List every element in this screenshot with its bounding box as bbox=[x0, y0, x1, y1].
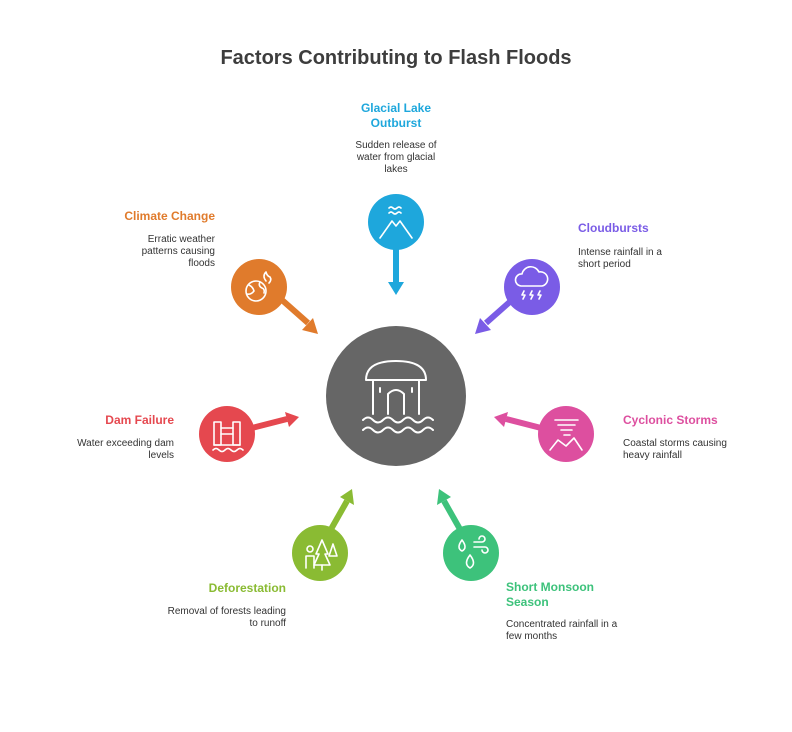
label-dam: Dam Failure bbox=[105, 413, 174, 427]
tornado-icon bbox=[549, 419, 583, 451]
arrow-deforestation bbox=[327, 489, 354, 533]
arrow-cyclonic bbox=[494, 412, 546, 432]
arrow-dam bbox=[247, 412, 299, 432]
node-monsoon bbox=[443, 525, 499, 581]
desc-glacial-lake: Sudden release of water from glacial lak… bbox=[355, 140, 437, 175]
node-deforestation bbox=[292, 525, 348, 581]
diagram-title: Factors Contributing to Flash Floods bbox=[220, 47, 572, 69]
node-dam bbox=[199, 406, 255, 462]
glacier-water-icon bbox=[379, 206, 413, 239]
house-flood-icon bbox=[362, 360, 434, 434]
node-cyclonic bbox=[538, 406, 594, 462]
desc-monsoon: Concentrated rainfall in a few months bbox=[506, 619, 618, 642]
arrow-climate bbox=[280, 297, 318, 334]
tree-cutting-icon bbox=[305, 539, 338, 571]
label-deforestation: Deforestation bbox=[208, 581, 286, 595]
desc-climate: Erratic weather patterns causing floods bbox=[141, 234, 215, 269]
desc-dam: Water exceeding dam levels bbox=[77, 438, 174, 461]
storm-cloud-icon bbox=[514, 266, 549, 300]
label-glacial-lake: Glacial Lake Outburst bbox=[360, 101, 432, 130]
desc-cloudbursts: Intense rainfall in a short period bbox=[578, 247, 662, 270]
arrow-monsoon bbox=[437, 489, 464, 533]
node-climate bbox=[231, 259, 287, 315]
center-node bbox=[326, 326, 466, 466]
node-glacial-lake bbox=[368, 194, 424, 250]
arrow-cloudbursts bbox=[475, 297, 514, 334]
dam-icon bbox=[212, 421, 244, 453]
node-cloudbursts bbox=[504, 259, 560, 315]
label-cloudbursts: Cloudbursts bbox=[578, 221, 649, 235]
arrow-glacial bbox=[388, 248, 404, 295]
desc-cyclonic: Coastal storms causing heavy rainfall bbox=[623, 438, 727, 461]
label-cyclonic: Cyclonic Storms bbox=[623, 413, 718, 427]
label-monsoon: Short Monsoon Season bbox=[506, 580, 594, 609]
rain-wind-icon bbox=[458, 535, 489, 569]
label-climate: Climate Change bbox=[124, 209, 215, 223]
desc-deforestation: Removal of forests leading to runoff bbox=[167, 606, 286, 629]
globe-fire-icon bbox=[245, 271, 272, 302]
